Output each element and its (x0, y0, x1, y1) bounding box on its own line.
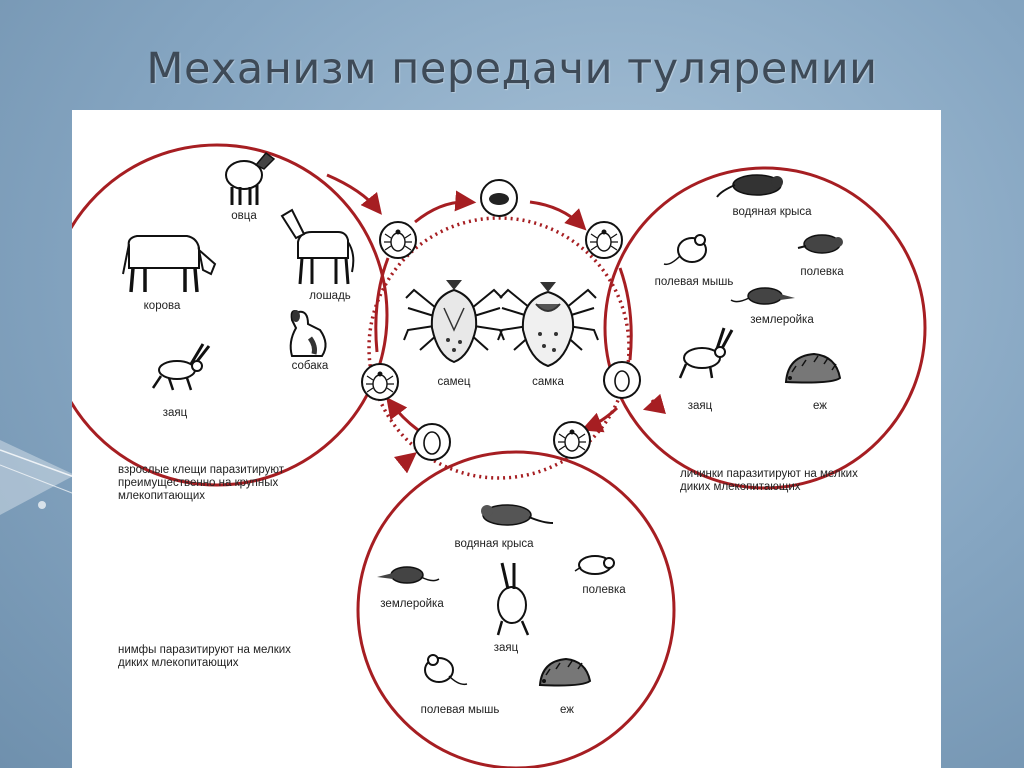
nymph-hosts-circle (356, 450, 676, 768)
hedgehog-icon (538, 657, 592, 687)
arrow-top-right (529, 200, 587, 231)
diagram-panel: самец самка овца корова лошадь собака за… (72, 110, 941, 768)
shrew-icon (377, 566, 440, 584)
water-rat-label: водяная крыса (454, 538, 534, 550)
field-mouse-icon (424, 654, 468, 686)
horse-label: лошадь (309, 290, 351, 302)
arrow-top-left (414, 190, 477, 224)
arrow-large-to-cycle (326, 173, 382, 215)
arrow-nymph-to-cycle (393, 452, 417, 474)
arrow-left-up (374, 257, 390, 353)
cow-label: корова (143, 300, 181, 312)
large-hosts-circle (72, 143, 389, 487)
horse-icon (280, 208, 355, 285)
hedgehog-label: еж (560, 704, 574, 716)
egg-mass-icon (480, 179, 518, 217)
field-mouse-label: полевая мышь (420, 704, 500, 716)
larva-badge-icon (585, 221, 623, 259)
nymph-badge-icon (553, 421, 591, 459)
adult-tick-badge-icon (379, 221, 417, 259)
hare-icon (151, 343, 211, 391)
dog-icon (289, 310, 327, 357)
arrow-right-down (618, 267, 633, 361)
hare-icon (678, 327, 734, 379)
shrew-icon (730, 287, 795, 305)
engorged-larva-icon (603, 361, 641, 399)
female-tick-icon (497, 282, 599, 368)
slide-title: Механизм передачи туляремии (146, 44, 878, 94)
hare-icon (496, 562, 530, 636)
vole-label: полевка (582, 584, 626, 596)
water-rat-label: водяная крыса (732, 206, 812, 218)
hare-label: заяц (162, 407, 188, 419)
arrow-larvae-to-cycle (642, 393, 667, 415)
transmission-diagram (72, 143, 927, 768)
tick-female-label: самка (532, 376, 564, 388)
shrew-label: землеройка (750, 314, 814, 326)
arrow-lower-left (386, 396, 419, 432)
tick-male-label: самец (437, 376, 471, 388)
dog-label: собака (291, 360, 329, 372)
hedgehog-icon (784, 352, 842, 384)
adult-ticks-note: взрослые клещи паразитируют преимуществе… (118, 464, 285, 502)
vole-label: полевка (800, 266, 844, 278)
vole-icon (574, 555, 615, 575)
sheep-label: овца (231, 210, 257, 222)
sheep-icon (225, 151, 276, 205)
water-rat-icon (481, 504, 554, 526)
nymphs-note: нимфы паразитируют на мелких диких млеко… (118, 644, 291, 669)
hare-label: заяц (687, 400, 713, 412)
cow-icon (122, 235, 217, 293)
arrow-lower-right (581, 406, 619, 433)
hare-label: заяц (493, 642, 519, 654)
male-tick-icon (403, 280, 505, 364)
engorged-adult-icon (361, 363, 399, 401)
larvae-note: личинки паразитируют на мелких диких мле… (680, 468, 858, 493)
hedgehog-label: еж (813, 400, 827, 412)
field-mouse-label: полевая мышь (654, 276, 734, 288)
water-rat-icon (716, 174, 783, 198)
vole-icon (797, 234, 843, 254)
larvae-hosts-circle (603, 166, 927, 490)
engorged-nymph-icon (413, 423, 451, 461)
field-mouse-icon (663, 234, 707, 266)
shrew-label: землеройка (380, 598, 444, 610)
life-cycle-circle (367, 216, 631, 480)
